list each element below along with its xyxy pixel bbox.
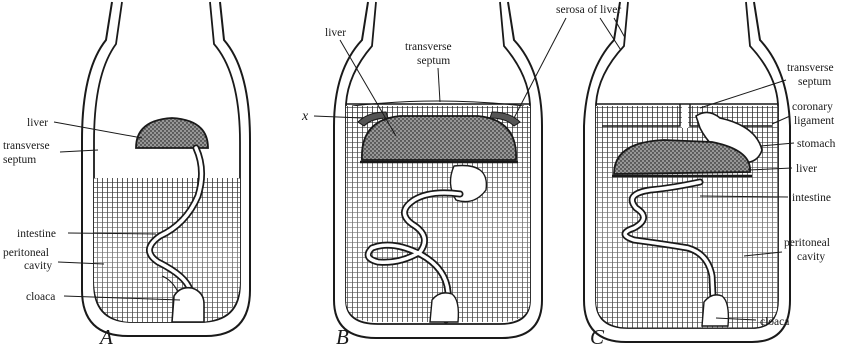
panel-c-label-peritoneal-cavity-1: peritoneal: [784, 237, 830, 249]
panel-b-label-transverse-septum-2: septum: [417, 55, 450, 67]
panel-a-label-peritoneal-cavity-2: cavity: [24, 260, 52, 272]
panel-a-label-cloaca: cloaca: [26, 291, 55, 303]
panel-b-letter: B: [336, 325, 349, 348]
panel-c-label-stomach: stomach: [797, 138, 836, 150]
panel-a-label-transverse-septum-2: septum: [3, 154, 36, 166]
panel-a-label-transverse-septum-1: transverse: [3, 140, 50, 152]
panel-b-liver: [362, 116, 516, 160]
panel-c-label-peritoneal-cavity-2: cavity: [797, 251, 825, 263]
panel-b-label-transverse-septum-1: transverse: [405, 41, 452, 53]
label-serosa-of-liver: serosa of liver: [556, 4, 621, 16]
panel-b-label-liver: liver: [325, 27, 346, 39]
panel-c-label-liver: liver: [796, 163, 817, 175]
panel-c-label-transverse-septum-2: septum: [798, 76, 831, 88]
panel-c-label-cloaca: cloaca: [760, 316, 789, 328]
panel-a-letter: A: [98, 325, 113, 348]
panel-c-label-transverse-septum-1: transverse: [787, 62, 834, 74]
panel-a-label-liver: liver: [27, 117, 48, 129]
panel-c-letter: C: [590, 325, 605, 348]
panel-a-cloaca: [172, 288, 204, 322]
panel-b-label-x: x: [301, 109, 309, 124]
panel-a-label-peritoneal-cavity-1: peritoneal: [3, 247, 49, 259]
panel-a-peritoneal-cavity: [94, 173, 240, 324]
panel-a-label-intestine: intestine: [17, 228, 56, 240]
panel-c: transverse septum coronary ligament stom…: [584, 2, 836, 348]
panel-a: liver transverse septum intestine perito…: [3, 2, 250, 348]
panel-c-label-intestine: intestine: [792, 192, 831, 204]
panel-c-label-coronary-ligament-2: ligament: [794, 115, 835, 127]
panel-c-label-coronary-ligament-1: coronary: [792, 101, 833, 113]
